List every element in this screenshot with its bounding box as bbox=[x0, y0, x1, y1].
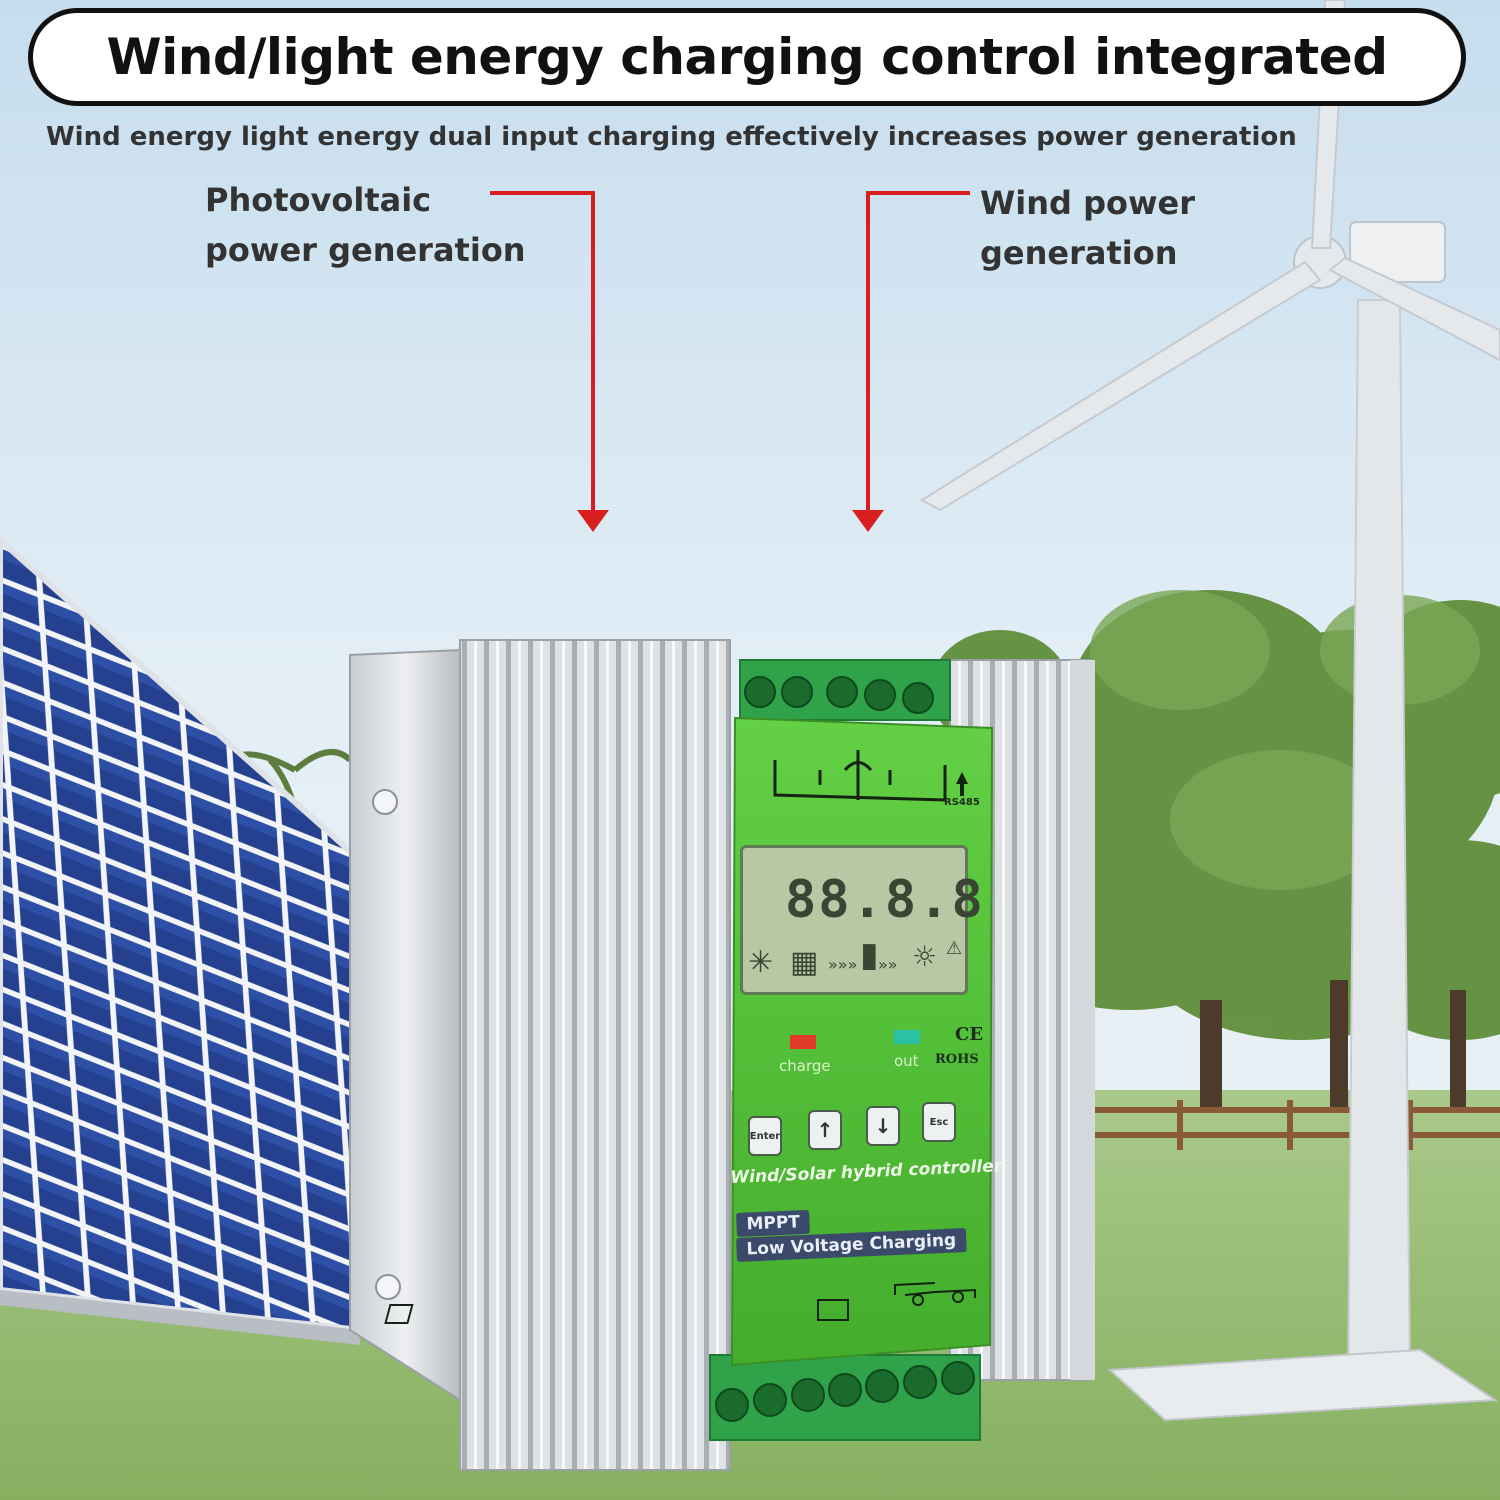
wind-lcd-icon: ✳ bbox=[748, 946, 774, 979]
page-title: Wind/light energy charging control integ… bbox=[106, 28, 1388, 86]
subtitle: Wind energy light energy dual input char… bbox=[46, 122, 1297, 152]
charge-label: charge bbox=[779, 1057, 831, 1075]
terminal-block-top bbox=[739, 659, 951, 721]
down-button[interactable]: ↓ bbox=[866, 1106, 900, 1146]
photovoltaic-callout: Photovoltaic power generation bbox=[205, 175, 575, 275]
out-led bbox=[894, 1030, 920, 1044]
lcd-digits: 88.8.8 bbox=[785, 870, 985, 930]
out-label: out bbox=[894, 1052, 919, 1070]
photovoltaic-callout-line2: power generation bbox=[205, 231, 526, 269]
rs485-label: RS485 bbox=[944, 797, 980, 808]
wind-callout-line1: Wind power bbox=[980, 184, 1196, 222]
solar-lcd-icon: ▦ bbox=[790, 945, 819, 980]
charge-led bbox=[790, 1035, 816, 1049]
up-button[interactable]: ↑ bbox=[808, 1110, 842, 1150]
esc-button[interactable]: Esc bbox=[922, 1102, 956, 1142]
ce-mark: CE bbox=[955, 1024, 984, 1045]
title-banner: Wind/light energy charging control integ… bbox=[28, 8, 1466, 106]
mppt-tag: MPPT bbox=[736, 1209, 811, 1237]
warning-lcd-icon: ⚠ bbox=[946, 938, 963, 959]
lcd-display bbox=[740, 845, 968, 995]
wind-callout: Wind power generation bbox=[980, 178, 1280, 278]
terminal-block-bottom bbox=[709, 1354, 981, 1441]
rohs-mark: ROHS bbox=[935, 1052, 979, 1067]
wind-turbine bbox=[920, 0, 1500, 1422]
flow-lcd-icon: »»» bbox=[828, 955, 858, 974]
flow-out-lcd-icon: »» bbox=[878, 955, 898, 974]
bulb-lcd-icon: ☼ bbox=[912, 940, 938, 973]
wind-callout-line2: generation bbox=[980, 234, 1178, 272]
battery-lcd-icon: ▮ bbox=[860, 935, 879, 975]
enter-button[interactable]: Enter bbox=[748, 1116, 782, 1156]
controller-front-panel bbox=[730, 716, 994, 1367]
photovoltaic-callout-line1: Photovoltaic bbox=[205, 181, 432, 219]
